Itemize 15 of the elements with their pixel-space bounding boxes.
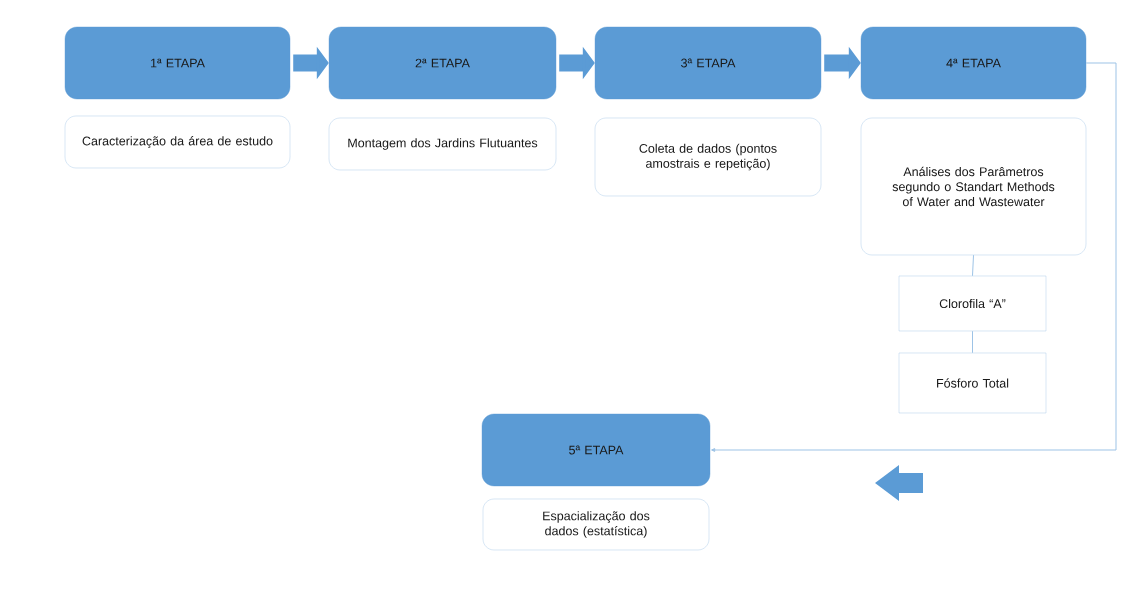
parameter-box: Clorofila “A” bbox=[898, 275, 1047, 332]
connector-line bbox=[972, 330, 973, 354]
description-box: Análises dos Parâmetros segundo o Standart Methods of Water and Wastewater bbox=[860, 117, 1087, 256]
description-box: Coleta de dados (pontos amostrais e repetição) bbox=[594, 117, 822, 197]
stage-box: 5ª ETAPA bbox=[481, 413, 711, 487]
description-box: Espacialização dos dados (estatística) bbox=[482, 498, 710, 551]
stage-box: 3ª ETAPA bbox=[594, 26, 822, 100]
description-box: Montagem dos Jardins Flutuantes bbox=[328, 117, 557, 171]
parameter-box: Fósforo Total bbox=[898, 352, 1047, 414]
stage-box: 4ª ETAPA bbox=[860, 26, 1087, 100]
arrow bbox=[711, 62, 1117, 452]
stage-box: 1ª ETAPA bbox=[64, 26, 291, 100]
description-box: Caracterização da área de estudo bbox=[64, 115, 291, 169]
stage-box: 2ª ETAPA bbox=[328, 26, 557, 100]
connector-line bbox=[972, 254, 974, 277]
